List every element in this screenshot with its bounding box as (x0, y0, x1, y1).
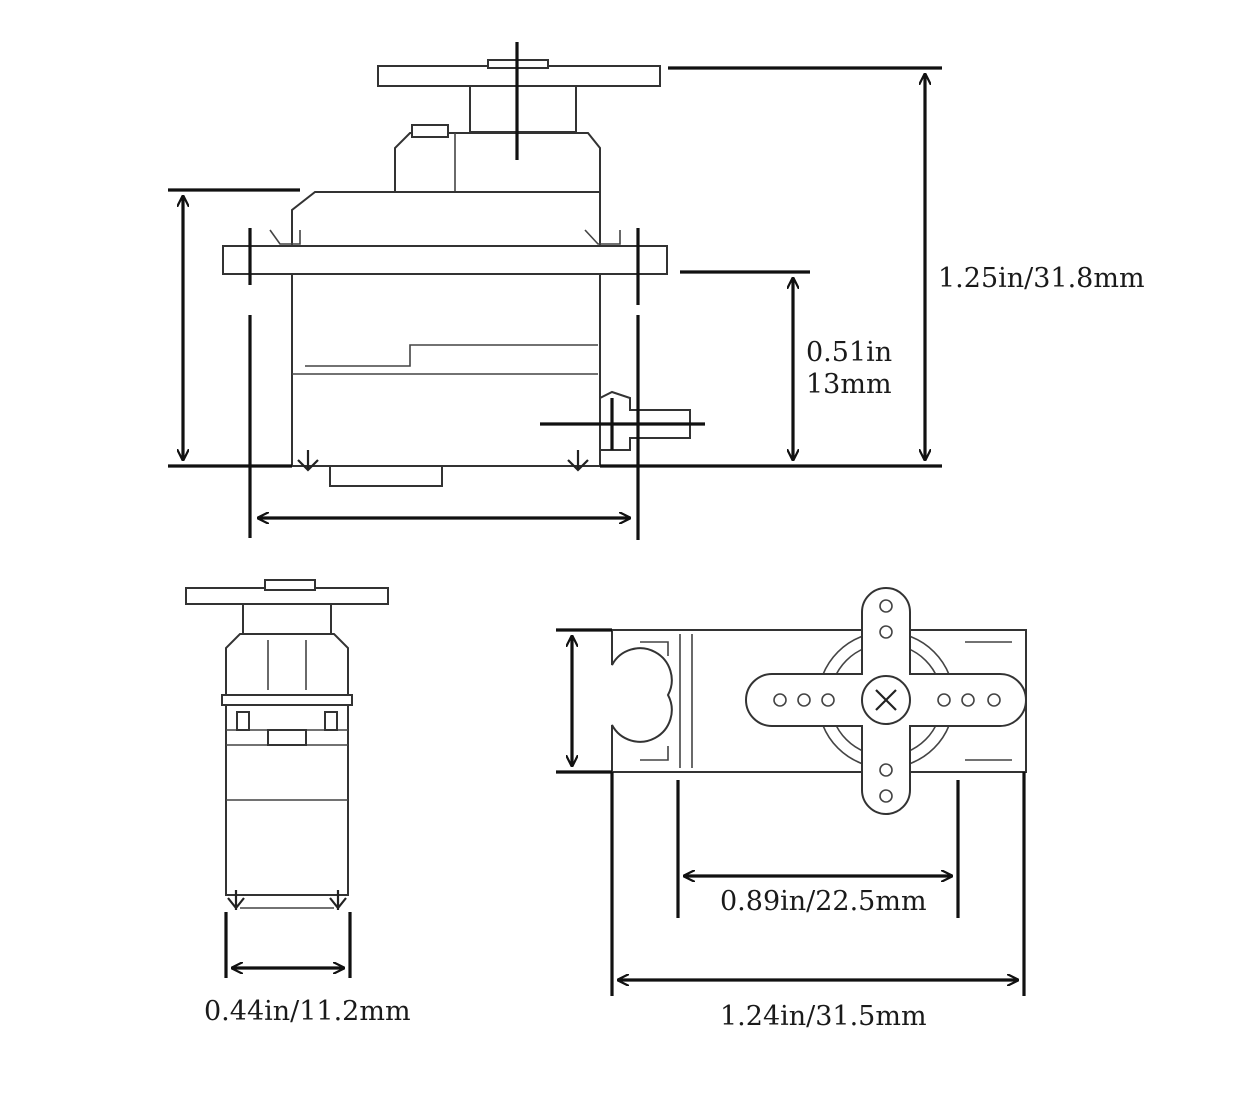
hole-spacing-label: 0.89in/22.5mm (720, 886, 927, 917)
mount-height-inch-label: 0.51in (806, 337, 892, 368)
mount-height-mm-label: 13mm (806, 369, 892, 400)
side-view (222, 42, 705, 487)
length-label: 1.24in/31.5mm (720, 1001, 927, 1032)
side-view-dimensions: 1.25in/31.8mm 0.51in 13mm (168, 66, 1145, 540)
end-view-dimensions: 0.44in/11.2mm (204, 912, 411, 1027)
width-label: 0.44in/11.2mm (204, 996, 411, 1027)
end-view (185, 579, 389, 910)
total-height-label: 1.25in/31.8mm (938, 263, 1145, 294)
top-view-dimensions: 0.89in/22.5mm 1.24in/31.5mm (556, 628, 1026, 1032)
top-view (611, 587, 1027, 815)
